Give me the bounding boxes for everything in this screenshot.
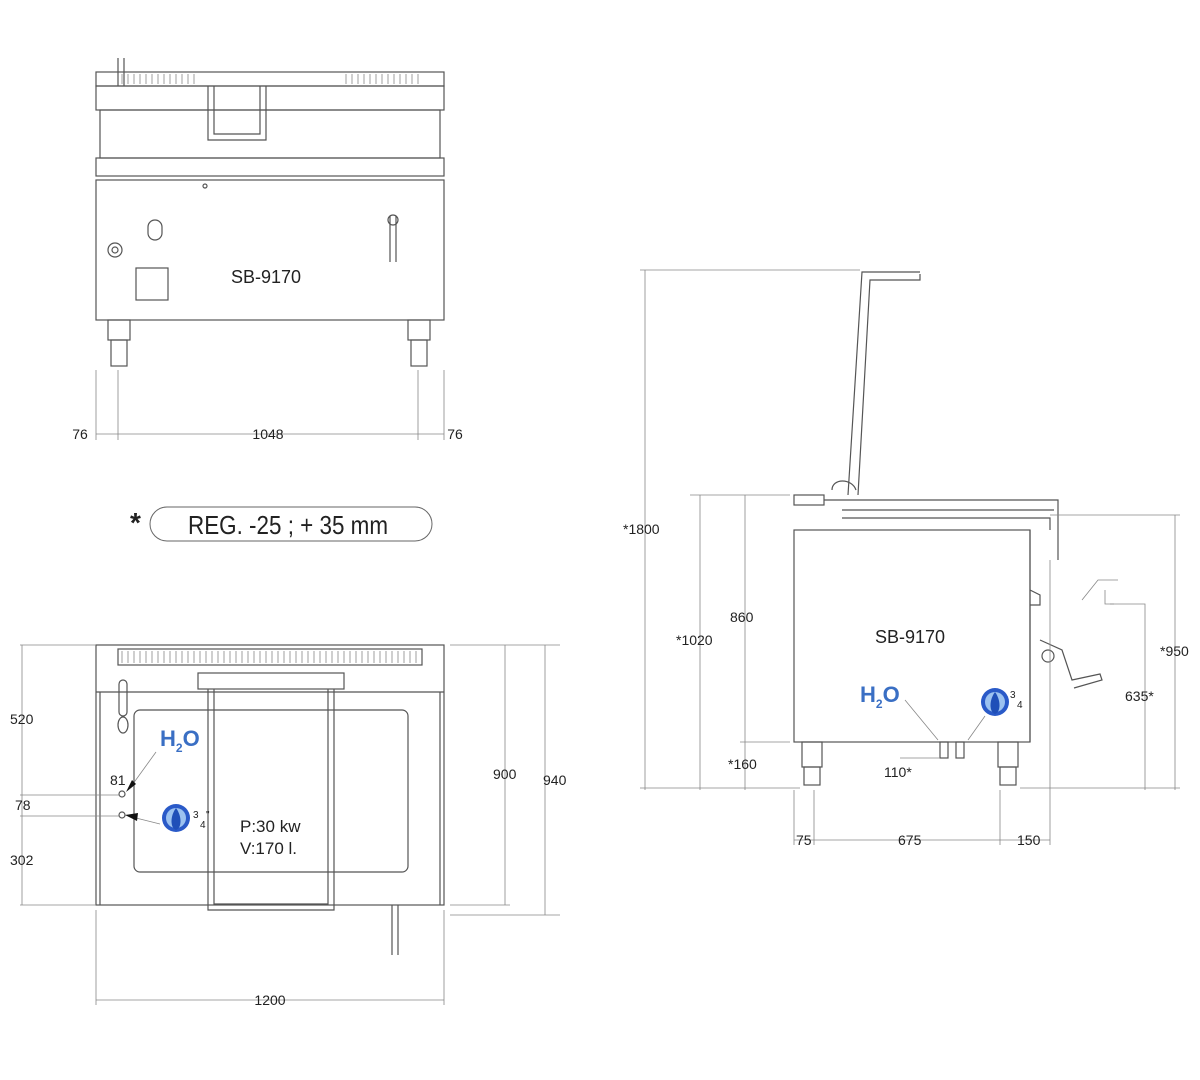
water-inlet-label: H2O	[160, 726, 200, 755]
dim-78: 78	[15, 797, 31, 813]
adjustment-note: * REG. -25 ; + 35 mm	[130, 506, 433, 542]
side-gas-den: 4	[1017, 700, 1023, 711]
dim-520: 520	[10, 711, 34, 727]
dim-left: 76	[72, 426, 88, 442]
gas-fraction-den: 4	[200, 820, 206, 831]
dim-675: 675	[898, 832, 922, 848]
side-gas-icon	[981, 688, 1009, 716]
dim-75: 75	[796, 832, 812, 848]
dim-900: 900	[493, 766, 517, 782]
dim-1200: 1200	[254, 992, 285, 1008]
dim-160: *160	[728, 756, 757, 772]
dim-635: 635*	[1125, 688, 1154, 704]
dim-302: 302	[10, 852, 34, 868]
side-model-label: SB-9170	[875, 627, 945, 647]
note-asterisk: *	[130, 507, 141, 538]
dim-1800: *1800	[623, 521, 660, 537]
front-view: SB-9170 76 1048 76	[72, 58, 463, 442]
top-view: H2O 3 4 " P:30 kw V:170 l. 520 81 78 302…	[10, 644, 567, 1008]
note-text: REG. -25 ; + 35 mm	[188, 510, 388, 540]
dim-150: 150	[1017, 832, 1041, 848]
side-water-label: H2O	[860, 682, 900, 711]
side-view: SB-9170 H2O 3 4 *1800 *1020 860 *160 110…	[623, 269, 1189, 848]
side-gas-num: 3	[1010, 690, 1016, 701]
front-model-label: SB-9170	[231, 267, 301, 287]
dim-middle: 1048	[252, 426, 283, 442]
gas-fraction-num: 3	[193, 810, 199, 821]
gas-inlet-icon	[162, 804, 190, 832]
volume-label: V:170 l.	[240, 839, 297, 858]
power-label: P:30 kw	[240, 817, 301, 836]
dim-81: 81	[110, 772, 126, 788]
dim-860: 860	[730, 609, 754, 625]
gas-inch: "	[206, 810, 210, 821]
dim-right: 76	[447, 426, 463, 442]
dim-1020: *1020	[676, 632, 713, 648]
dim-110: 110*	[884, 764, 912, 780]
dim-950: *950	[1160, 643, 1189, 659]
dim-940: 940	[543, 772, 567, 788]
